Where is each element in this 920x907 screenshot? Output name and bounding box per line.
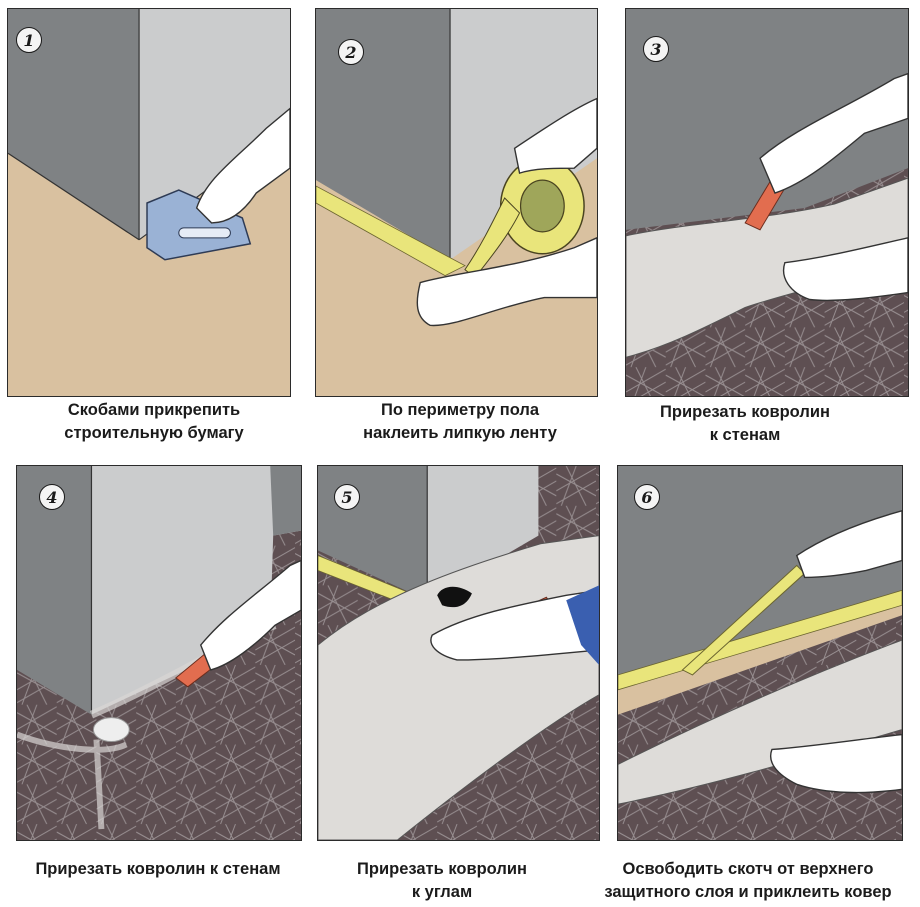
step-number-badge: 6 xyxy=(634,484,660,510)
step-3-panel: 3 xyxy=(625,8,909,397)
caption-line: к стенам xyxy=(709,426,781,444)
step-number-badge: 4 xyxy=(39,484,65,510)
step-1-illustration xyxy=(8,9,290,396)
tape-roll-icon xyxy=(464,157,585,279)
step-3-illustration xyxy=(626,9,908,396)
step-5-illustration xyxy=(318,466,599,840)
caption-line: Прирезать ковролин к стенам xyxy=(35,860,281,878)
step-6-caption: Освободить скотч от верхнего защитного с… xyxy=(580,858,916,904)
step-6-illustration xyxy=(618,466,902,840)
step-5-caption: Прирезать ковролин к углам xyxy=(317,858,567,904)
step-1-panel: 1 xyxy=(7,8,291,397)
step-3-caption: Прирезать ковролин к стенам xyxy=(625,401,865,447)
step-4-caption: Прирезать ковролин к стенам xyxy=(8,858,308,881)
caption-line: Прирезать ковролин xyxy=(660,403,830,421)
step-4-panel: 4 xyxy=(16,465,302,841)
caption-line: Прирезать ковролин xyxy=(357,860,527,878)
step-2-illustration xyxy=(316,9,597,396)
step-1-caption: Скобами прикрепить строительную бумагу xyxy=(7,399,301,445)
step-2-caption: По периметру пола наклеить липкую ленту xyxy=(315,399,605,445)
step-5-panel: 5 xyxy=(317,465,600,841)
step-6-panel: 6 xyxy=(617,465,903,841)
step-4-illustration xyxy=(17,466,301,840)
step-number-badge: 5 xyxy=(334,484,360,510)
stapler-icon xyxy=(146,189,252,261)
step-2-panel: 2 xyxy=(315,8,598,397)
caption-line: По периметру пола xyxy=(380,401,540,419)
caption-line: Освободить скотч от верхнего xyxy=(622,860,874,878)
caption-line: к углам xyxy=(411,883,473,901)
caption-line: Скобами прикрепить xyxy=(67,401,241,419)
step-number-badge: 3 xyxy=(643,36,669,62)
caption-line: наклеить липкую ленту xyxy=(363,424,557,442)
step-number-badge: 1 xyxy=(16,27,42,53)
step-number-badge: 2 xyxy=(338,39,364,65)
caption-line: защитного слоя и приклеить ковер xyxy=(604,883,892,901)
caption-line: строительную бумагу xyxy=(64,424,244,442)
